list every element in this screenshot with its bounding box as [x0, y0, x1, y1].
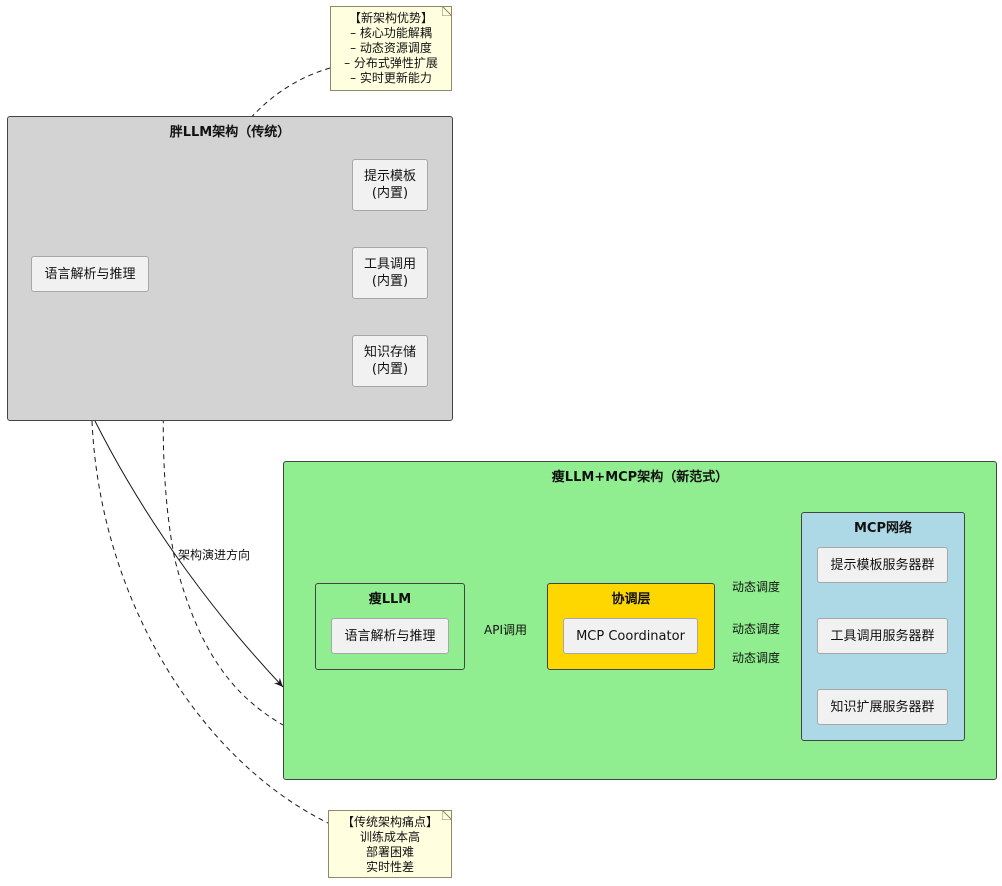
- module-label: 提示模板: [363, 169, 416, 184]
- advantage-note-line: – 动态资源调度: [350, 41, 432, 55]
- fat-module-knowledge[interactable]: 知识存储 (内置): [352, 335, 428, 387]
- advantage-note: 【新架构优势】 – 核心功能解耦 – 动态资源调度 – 分布式弹性扩展 – 实时…: [330, 6, 452, 91]
- fat-module-tools[interactable]: 工具调用 (内置): [352, 247, 428, 299]
- dispatch-edge-label: 动态调度: [732, 580, 781, 594]
- advantage-note-line: – 分布式弹性扩展: [344, 56, 438, 70]
- server-label: 提示模板服务器群: [830, 557, 935, 573]
- pain-note-line: 部署困难: [365, 845, 414, 859]
- mcp-coordinator-label: MCP Coordinator: [576, 628, 685, 644]
- evolution-edge-label: 架构演进方向: [178, 548, 251, 562]
- evolution-arrow: [94, 420, 284, 688]
- fat-core-node[interactable]: 语言解析与推理: [31, 256, 149, 292]
- note-fold-icon: [442, 810, 452, 820]
- advantage-note-line: – 核心功能解耦: [350, 26, 432, 40]
- mcp-network-title: MCP网络: [853, 521, 912, 536]
- thin-llm-mcp-package-title: 瘦LLM+MCP架构（新范式）: [551, 470, 729, 485]
- dispatch-edge-label: 动态调度: [732, 651, 781, 665]
- thin-core-label: 语言解析与推理: [344, 628, 436, 644]
- thin-core-node[interactable]: 语言解析与推理: [331, 618, 449, 654]
- coordination-layer-title: 协调层: [611, 592, 651, 607]
- pain-note-line: 训练成本高: [359, 830, 420, 844]
- module-label: 知识存储: [363, 345, 416, 360]
- server-label: 知识扩展服务器群: [830, 699, 935, 715]
- pain-note-title: 【传统架构痛点】: [341, 815, 438, 829]
- module-sublabel: (内置): [371, 362, 409, 377]
- module-sublabel: (内置): [371, 186, 409, 201]
- pain-points-note: 【传统架构痛点】 训练成本高 部署困难 实时性差: [328, 810, 452, 878]
- module-sublabel: (内置): [371, 274, 409, 289]
- note-fold-icon: [442, 6, 452, 16]
- advantage-note-line: – 实时更新能力: [350, 71, 432, 85]
- mcp-coordinator-node[interactable]: MCP Coordinator: [563, 618, 698, 654]
- module-label: 工具调用: [363, 257, 416, 272]
- fat-core-label: 语言解析与推理: [44, 266, 136, 282]
- fat-module-prompt[interactable]: 提示模板 (内置): [352, 159, 428, 211]
- tool-server-node[interactable]: 工具调用服务器群: [817, 618, 948, 654]
- api-edge-label: API调用: [484, 623, 527, 637]
- prompt-server-node[interactable]: 提示模板服务器群: [817, 547, 948, 583]
- pain-note-line: 实时性差: [365, 860, 414, 874]
- knowledge-server-node[interactable]: 知识扩展服务器群: [817, 689, 948, 725]
- dispatch-edge-label: 动态调度: [732, 622, 781, 636]
- server-label: 工具调用服务器群: [830, 628, 935, 644]
- pain-note-link: [91, 420, 329, 824]
- thin-llm-package-title: 瘦LLM: [368, 592, 412, 607]
- advantage-note-title: 【新架构优势】: [348, 11, 433, 25]
- fat-llm-package-title: 胖LLM架构（传统）: [169, 125, 291, 140]
